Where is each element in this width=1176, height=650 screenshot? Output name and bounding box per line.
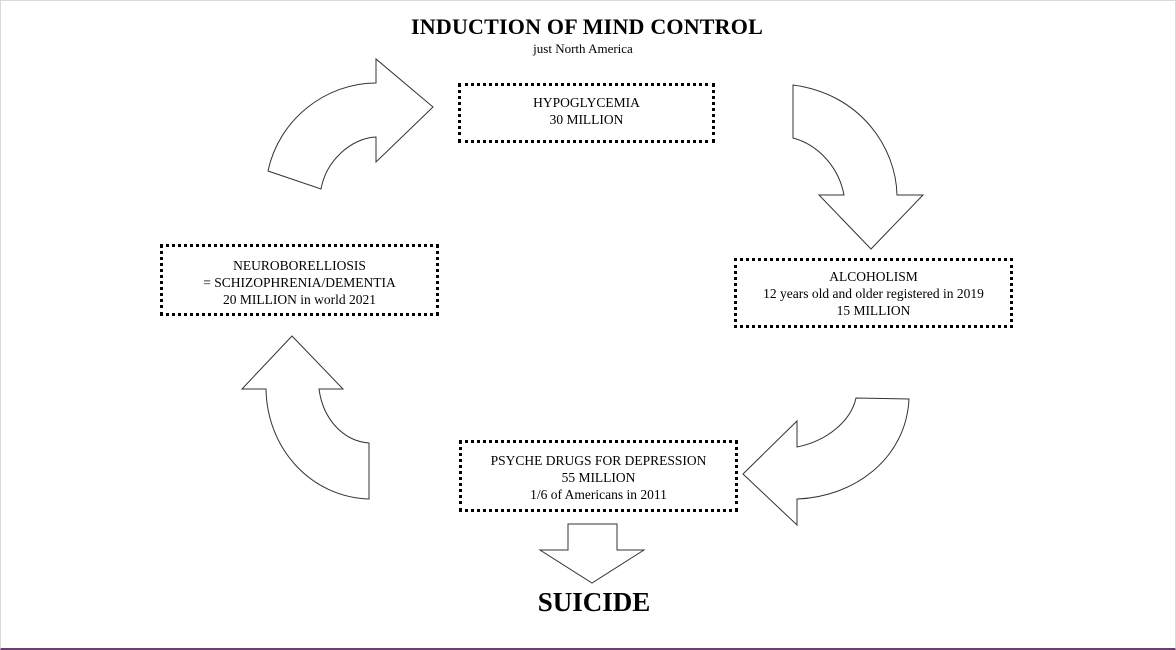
node-label: ALCOHOLISM xyxy=(829,269,918,284)
node-label: HYPOGLYCEMIA xyxy=(533,95,640,110)
node-alcoholism: ALCOHOLISM 12 years old and older regist… xyxy=(734,258,1013,328)
node-count: 30 MILLION xyxy=(549,112,624,127)
arrow-psy-to-suicide xyxy=(538,523,646,584)
node-neuroborelliosis: NEUROBORELLIOSIS = SCHIZOPHRENIA/DEMENTI… xyxy=(160,244,439,316)
node-hypoglycemia: HYPOGLYCEMIA 30 MILLION xyxy=(458,83,715,143)
node-note: 12 years old and older registered in 201… xyxy=(763,286,984,301)
node-note: 1/6 of Americans in 2011 xyxy=(530,487,667,502)
node-note: = SCHIZOPHRENIA/DEMENTIA xyxy=(203,275,396,290)
node-count: 15 MILLION xyxy=(836,303,911,318)
node-count: 20 MILLION in world 2021 xyxy=(223,292,376,307)
node-psyche-drugs: PSYCHE DRUGS FOR DEPRESSION 55 MILLION 1… xyxy=(459,440,738,512)
arrow-hypo-to-alco xyxy=(792,84,925,250)
outcome-label: SUICIDE xyxy=(537,587,651,617)
diagram-title: INDUCTION OF MIND CONTROL xyxy=(411,14,763,39)
node-label: PSYCHE DRUGS FOR DEPRESSION xyxy=(490,453,707,468)
arrow-alco-to-psy xyxy=(742,397,910,527)
arrow-psy-to-neuro xyxy=(240,335,370,500)
diagram-subtitle: just North America xyxy=(533,41,633,56)
arrow-neuro-to-hypo xyxy=(267,57,434,190)
node-count: 55 MILLION xyxy=(561,470,636,485)
node-label: NEUROBORELLIOSIS xyxy=(233,258,366,273)
